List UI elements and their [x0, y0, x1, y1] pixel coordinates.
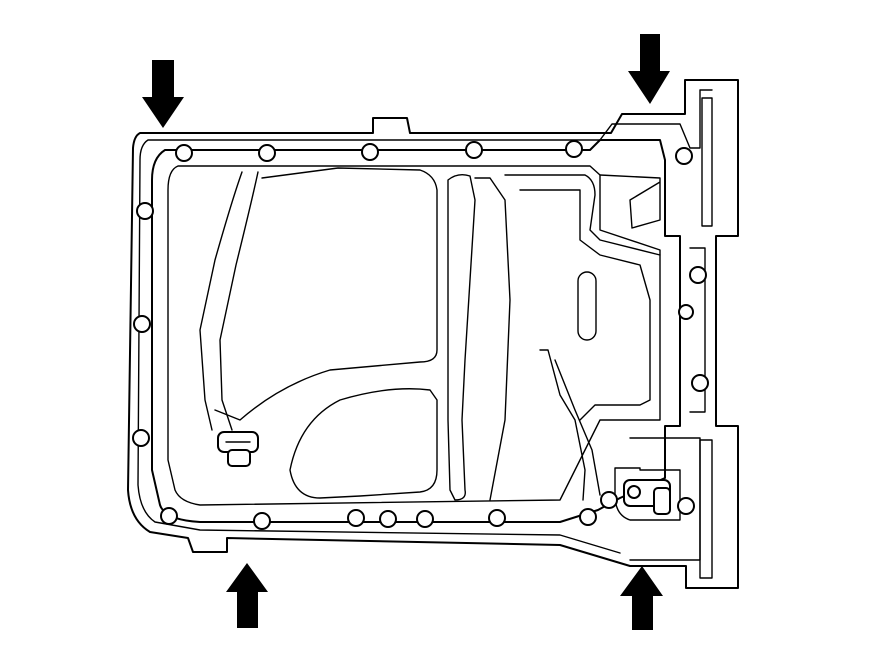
oil-pan-outline [127, 79, 739, 589]
rib-left-panel [214, 167, 438, 421]
arrow-top-left [142, 60, 184, 128]
arrow-bottom-right [620, 566, 663, 630]
arrow-bottom-left [226, 563, 268, 628]
rib-left-diagonal [199, 171, 259, 431]
rib-right-lower [539, 349, 601, 501]
bolt-holes [132, 140, 709, 530]
rib-center-panel-2 [474, 177, 511, 501]
sump-inner-wall [167, 165, 661, 506]
rib-lower-left [289, 388, 438, 499]
arrow-top-right [628, 34, 670, 104]
flange-outer-edge [137, 89, 713, 554]
oil-level-sensor [623, 479, 671, 515]
drain-slot [577, 271, 597, 341]
drain-plug [217, 431, 259, 467]
rib-right-panel [504, 174, 661, 421]
rib-upper-right [599, 174, 661, 229]
rib-center-panel [447, 173, 476, 501]
